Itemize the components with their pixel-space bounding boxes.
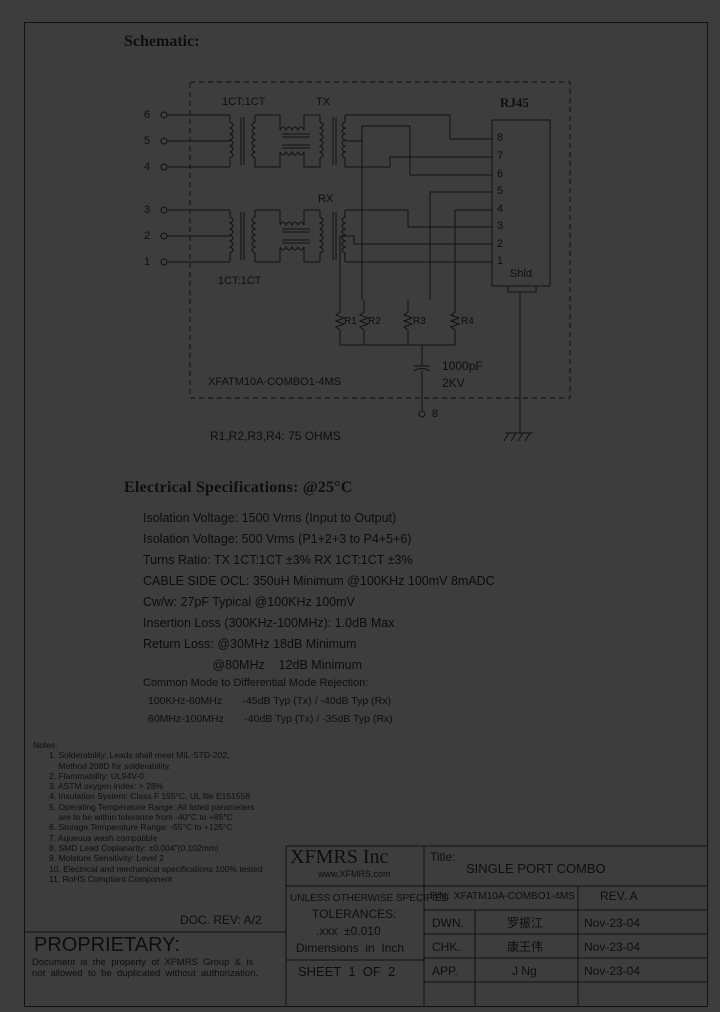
- rj45-pin-2: 2: [497, 238, 504, 250]
- rj45-pin-6: 6: [497, 168, 504, 180]
- note-item: 9. Moisture Sensitivity: Level 2: [49, 853, 164, 864]
- title-label: Title:: [430, 850, 456, 864]
- doc-rev: DOC. REV: A/2: [180, 913, 262, 927]
- note-item: 2. Flammability: UL94V-0: [49, 770, 144, 781]
- note-item: 1. Solderability: Leads shall meet MIL-S…: [49, 750, 230, 761]
- top-transformer: [228, 114, 347, 168]
- cmdm-row: 60MHz-100MHz -40dB Typ (Tx) / -35dB Typ …: [148, 713, 393, 725]
- company-name: XFMRS Inc: [290, 846, 389, 868]
- note-item: are to be within tolerance from -40°C to…: [49, 812, 233, 823]
- pin-2-label: 2: [144, 230, 151, 242]
- cap-voltage-label: 2KV: [442, 376, 465, 390]
- cmdm-title: Common Mode to Differential Mode Rejecti…: [143, 677, 369, 689]
- bottom-transformer: [228, 209, 347, 263]
- chk-date: Nov-23-04: [584, 940, 641, 954]
- proprietary-title: PROPRIETARY:: [34, 934, 180, 956]
- notes-title: Notes:: [33, 740, 58, 750]
- r2-label: R2: [368, 316, 381, 327]
- pin-6-label: 6: [144, 109, 151, 121]
- dwn-label: DWN.: [432, 916, 464, 930]
- spec-line: Isolation Voltage: 500 Vrms (P1+2+3 to P…: [143, 532, 412, 546]
- tx-label: TX: [316, 96, 331, 108]
- spec-line: Isolation Voltage: 1500 Vrms (Input to O…: [143, 511, 397, 525]
- rj45-pin-3: 3: [497, 220, 504, 232]
- pn-value: XFATM10A-COMBO1-4MS: [454, 891, 575, 902]
- ground-pin-label: 8: [432, 408, 439, 420]
- r1-label: R1: [344, 316, 357, 327]
- ground: [503, 292, 533, 442]
- tolerances-label: TOLERANCES:: [312, 907, 397, 921]
- pin4-wire: [454, 209, 492, 300]
- pin-4-label: 4: [144, 161, 151, 173]
- sheet-label: SHEET 1 OF 2: [298, 964, 396, 979]
- dimensions-label: Dimensions in Inch: [296, 941, 405, 955]
- dwn-signature: 罗振江: [507, 916, 544, 930]
- module-boundary: [189, 81, 571, 399]
- spec-line: Return Loss: @30MHz 18dB Minimum: [143, 637, 357, 651]
- tx-to-rj45-wires: [345, 114, 492, 300]
- rj45-pin-4: 4: [497, 203, 504, 215]
- app-date: Nov-23-04: [584, 964, 641, 978]
- rx-to-rj45-wires: [339, 209, 492, 300]
- cap-value-label: 1000pF: [442, 359, 483, 373]
- title-block-lines: [24, 845, 708, 1007]
- rj45-shield-tab: [507, 285, 537, 293]
- chk-label: CHK.: [432, 940, 461, 954]
- top-pin-wires: [160, 111, 230, 171]
- cmdm-row: 100KHz-60MHz -45dB Typ (Tx) / -40dB Typ …: [148, 695, 391, 707]
- rj45-label: RJ45: [500, 95, 529, 110]
- shield-label: Shld: [510, 268, 533, 280]
- electrical-title: Electrical Specifications: @25°C: [124, 479, 353, 496]
- dwn-date: Nov-23-04: [584, 916, 641, 930]
- spec-line: CABLE SIDE OCL: 350uH Minimum @100KHz 10…: [143, 574, 495, 588]
- note-item: 6. Storage Temperature Range: -55°C to +…: [49, 822, 233, 833]
- note-item: 4. Insulation System: Class F 155°C, UL …: [49, 791, 251, 802]
- company-website: www.XFMRS.com: [318, 869, 391, 879]
- note-item: 11. RoHS Compliant Component: [49, 873, 173, 884]
- proprietary-text: not allowed to be duplicated without aut…: [32, 968, 259, 979]
- chk-signature: 康王伟: [507, 940, 544, 954]
- rj45-pin-8: 8: [497, 132, 504, 144]
- ratio-top-label: 1CT:1CT: [222, 96, 266, 108]
- rj45-pin-1: 1: [497, 255, 504, 267]
- pin-1-label: 1: [144, 256, 151, 268]
- note-item: 5. Operating Temperature Range: All list…: [49, 801, 255, 812]
- rj45-pin-5: 5: [497, 185, 504, 197]
- unless-specified: UNLESS OTHERWISE SPECIFIED: [290, 893, 449, 904]
- pin-3-label: 3: [144, 204, 151, 216]
- notes-section: Notes: 1. Solderability: Leads shall mee…: [33, 740, 263, 884]
- rx-label: RX: [318, 193, 334, 205]
- title-value: SINGLE PORT COMBO: [466, 861, 606, 876]
- pin-5-label: 5: [144, 135, 151, 147]
- rev-value: REV. A: [600, 889, 638, 903]
- r3-label: R3: [413, 316, 426, 327]
- r4-label: R4: [461, 316, 474, 327]
- resistor-note: R1,R2,R3,R4: 75 OHMS: [210, 429, 341, 443]
- capacitor: [413, 345, 431, 418]
- spec-line: Turns Ratio: TX 1CT:1CT ±3% RX 1CT:1CT ±…: [143, 553, 413, 567]
- proprietary-text: Document is the property of XFMRS Group …: [32, 957, 254, 968]
- resistors: [334, 300, 461, 346]
- spec-line: @80MHz 12dB Minimum: [143, 658, 362, 672]
- note-item: 8. SMD Lead Coplanarity: ±0.004"(0.102mm…: [49, 842, 219, 853]
- ratio-bottom-label: 1CT:1CT: [218, 275, 262, 287]
- note-item: Method 208D for solderability.: [49, 760, 171, 771]
- note-item: 7. Aqueous wash compatible: [49, 832, 158, 843]
- pn-label: P/N:: [430, 891, 450, 902]
- note-item: 3. ASTM oxygen index: > 28%: [49, 781, 164, 792]
- schematic-title: Schematic:: [124, 33, 200, 50]
- app-label: APP.: [432, 964, 458, 978]
- app-name: J Ng: [512, 964, 537, 978]
- spec-line: Insertion Loss (300KHz-100MHz): 1.0dB Ma…: [143, 616, 395, 630]
- part-label: XFATM10A-COMBO1-4MS: [208, 376, 342, 388]
- pin5-wire: [429, 191, 492, 300]
- drawing-frame: [24, 22, 708, 1007]
- tolerance-value: .xxx ±0.010: [316, 924, 381, 938]
- bottom-pin-wires: [160, 206, 230, 266]
- rj45-pin-7: 7: [497, 150, 504, 162]
- spec-line: Cw/w: 27pF Typical @100KHz 100mV: [143, 595, 355, 609]
- note-item: 10. Electrical and mechanical specificat…: [49, 863, 263, 874]
